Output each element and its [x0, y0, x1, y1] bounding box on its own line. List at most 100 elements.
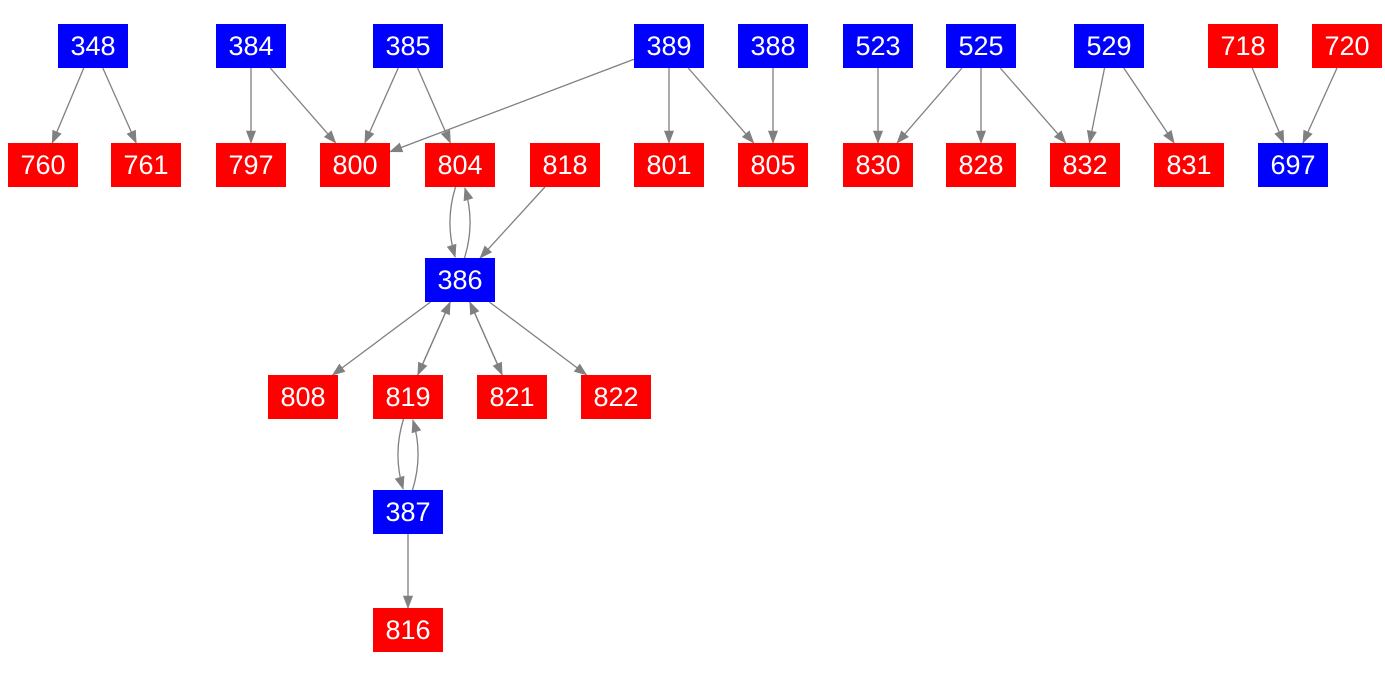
- graph-node-720[interactable]: 720: [1312, 24, 1382, 68]
- graph-node-388[interactable]: 388: [738, 24, 808, 68]
- edge-arrowhead: [463, 187, 474, 202]
- graph-edge-386-804: [463, 187, 474, 259]
- edge-arrowhead: [51, 129, 62, 144]
- edge-line: [896, 67, 963, 144]
- edge-arrowhead: [975, 130, 987, 144]
- graph-node-761[interactable]: 761: [111, 143, 181, 187]
- graph-node-805[interactable]: 805: [738, 143, 808, 187]
- graph-node-800[interactable]: 800: [320, 143, 390, 187]
- graph-node-label: 388: [750, 30, 796, 61]
- graph-node-821[interactable]: 821: [477, 375, 547, 419]
- graph-node-529[interactable]: 529: [1074, 24, 1144, 68]
- graph-edge-386-822: [488, 301, 588, 376]
- graph-edge-385-804: [417, 67, 451, 144]
- graph-node-525[interactable]: 525: [946, 24, 1016, 68]
- graph-node-523[interactable]: 523: [843, 24, 913, 68]
- graph-edge-525-830: [896, 67, 963, 144]
- graph-edge-804-386: [446, 186, 457, 258]
- graph-node-label: 800: [332, 149, 378, 180]
- graph-node-801[interactable]: 801: [634, 143, 704, 187]
- edge-line: [102, 67, 137, 144]
- graph-edge-529-832: [1086, 67, 1106, 144]
- edge-arrowhead: [323, 130, 337, 144]
- edge-arrowhead: [440, 301, 451, 316]
- graph-node-label: 819: [385, 381, 431, 412]
- graph-edge-389-800: [389, 58, 635, 153]
- graph-node-822[interactable]: 822: [581, 375, 651, 419]
- edge-arrowhead: [245, 130, 257, 144]
- edge-line: [332, 301, 431, 376]
- edge-arrowhead: [767, 130, 779, 144]
- graph-edge-720-697: [1302, 67, 1338, 144]
- graph-node-label: 821: [489, 381, 535, 412]
- graph-node-label: 386: [437, 264, 483, 295]
- edge-arrowhead: [411, 419, 422, 434]
- edge-arrowhead: [402, 595, 414, 609]
- graph-node-808[interactable]: 808: [268, 375, 338, 419]
- graph-edge-384-797: [245, 68, 257, 144]
- graph-edge-387-819: [411, 419, 422, 491]
- graph-node-385[interactable]: 385: [373, 24, 443, 68]
- edge-arrowhead: [126, 129, 137, 144]
- edge-line: [269, 67, 337, 144]
- edge-arrowhead: [573, 363, 588, 376]
- graph-node-831[interactable]: 831: [1154, 143, 1224, 187]
- graph-edge-389-805: [687, 67, 755, 144]
- graph-node-760[interactable]: 760: [8, 143, 78, 187]
- graph-node-label: 832: [1062, 149, 1108, 180]
- graph-edge-387-816: [402, 534, 414, 609]
- edge-line: [479, 186, 546, 259]
- graph-edge-529-831: [1123, 67, 1175, 144]
- edge-line: [364, 67, 399, 144]
- edge-arrowhead: [741, 130, 755, 144]
- edge-line: [469, 301, 503, 376]
- graph-node-797[interactable]: 797: [216, 143, 286, 187]
- edge-arrowhead: [896, 130, 909, 144]
- graph-node-804[interactable]: 804: [425, 143, 495, 187]
- graph-node-819[interactable]: 819: [373, 375, 443, 419]
- graph-node-816[interactable]: 816: [373, 608, 443, 652]
- graph-edge-348-761: [102, 67, 137, 144]
- graph-edge-818-386: [479, 186, 546, 259]
- edge-line: [999, 67, 1067, 144]
- graph-node-label: 818: [542, 149, 588, 180]
- graph-node-label: 831: [1166, 149, 1212, 180]
- graph-node-label: 720: [1324, 30, 1370, 61]
- graph-edge-385-800: [364, 67, 399, 144]
- graph-node-label: 523: [855, 30, 901, 61]
- graph-node-828[interactable]: 828: [946, 143, 1016, 187]
- graph-node-718[interactable]: 718: [1208, 24, 1278, 68]
- graph-node-label: 760: [20, 149, 66, 180]
- graph-node-830[interactable]: 830: [843, 143, 913, 187]
- graph-node-818[interactable]: 818: [530, 143, 600, 187]
- edge-line: [488, 301, 588, 376]
- graph-node-label: 387: [385, 496, 431, 527]
- graph-node-386[interactable]: 386: [425, 258, 495, 302]
- graph-edge-819-386: [417, 301, 451, 376]
- edge-arrowhead: [394, 475, 405, 490]
- graph-node-384[interactable]: 384: [216, 24, 286, 68]
- graph-node-label: 348: [70, 30, 116, 61]
- edge-arrowhead: [1086, 129, 1097, 144]
- graph-edge-819-387: [394, 418, 405, 490]
- edge-arrowhead: [1163, 129, 1175, 144]
- graph-node-label: 529: [1086, 30, 1132, 61]
- graph-node-387[interactable]: 387: [373, 490, 443, 534]
- graph-edge-525-828: [975, 68, 987, 144]
- graph-node-832[interactable]: 832: [1050, 143, 1120, 187]
- graph-node-label: 389: [646, 30, 692, 61]
- edge-line: [1302, 67, 1338, 144]
- graph-node-label: 797: [228, 149, 274, 180]
- graph-node-label: 816: [385, 614, 431, 645]
- graph-node-348[interactable]: 348: [58, 24, 128, 68]
- graph-node-389[interactable]: 389: [634, 24, 704, 68]
- edge-arrowhead: [872, 130, 884, 144]
- edge-line: [51, 67, 85, 144]
- graph-edge-718-697: [1251, 67, 1285, 144]
- graph-node-label: 822: [593, 381, 639, 412]
- edge-arrowhead: [389, 142, 404, 153]
- graph-edge-523-830: [872, 68, 884, 144]
- edge-line: [417, 301, 451, 376]
- graph-node-697[interactable]: 697: [1258, 143, 1328, 187]
